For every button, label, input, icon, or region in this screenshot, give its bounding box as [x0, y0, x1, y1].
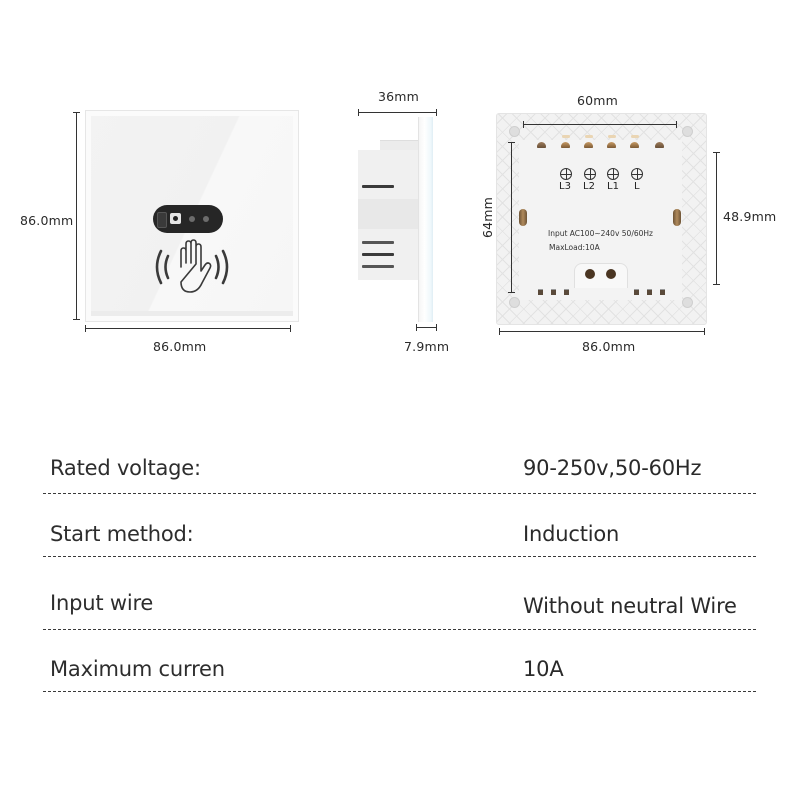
back-top-width-tick-right — [676, 121, 677, 128]
side-plate-tick-left — [416, 324, 417, 331]
back-left-height-tick-bottom — [508, 292, 515, 293]
front-height-dimension-line — [76, 112, 77, 320]
back-top-width-tick-left — [523, 121, 524, 128]
screw-terminal-icon — [584, 168, 596, 180]
side-vent-slot — [362, 253, 394, 256]
terminal-icon — [630, 142, 639, 148]
front-height-tick-top — [73, 112, 80, 113]
sensor-led-icon — [203, 216, 209, 222]
back-right-height-label: 48.9mm — [723, 209, 777, 224]
back-right-height-dimension-line — [716, 152, 717, 285]
pin-square-icon — [564, 289, 569, 295]
sensor-window-icon — [157, 212, 167, 228]
mounting-hole — [682, 126, 693, 137]
side-vent-slot — [362, 185, 394, 188]
terminal-icon — [561, 142, 570, 148]
side-plate-thickness-label: 7.9mm — [404, 339, 450, 354]
mounting-hole — [509, 126, 520, 137]
back-bottom-width-tick-left — [499, 328, 500, 335]
pin-square-icon — [660, 289, 665, 295]
back-bottom-width-label: 86.0mm — [582, 339, 636, 354]
load-connector — [574, 263, 628, 288]
terminal-icon — [537, 142, 546, 148]
mounting-hole — [509, 297, 520, 308]
screw-terminal-icon — [560, 168, 572, 180]
spec-value: 10A — [523, 657, 564, 681]
side-body-recess — [358, 199, 418, 229]
pin-square-icon — [647, 289, 652, 295]
back-top-width-label: 60mm — [577, 93, 619, 108]
terminal-top-icon — [585, 135, 593, 138]
row-divider — [43, 556, 756, 557]
terminal-label: L1 — [607, 181, 619, 192]
connector-pin-icon — [585, 269, 595, 279]
side-plate-tick-right — [436, 324, 437, 331]
terminal-label: L3 — [559, 181, 571, 192]
side-slot-hole — [519, 209, 527, 226]
hand-wave-icon — [155, 239, 229, 293]
spec-value: Without neutral Wire — [523, 594, 737, 618]
row-divider — [43, 493, 756, 494]
spec-value: 90-250v,50-60Hz — [523, 456, 702, 480]
back-left-height-label: 64mm — [480, 196, 496, 239]
back-left-height-dimension-line — [511, 142, 512, 293]
connector-pin-icon — [606, 269, 616, 279]
terminal-label: L2 — [583, 181, 595, 192]
spec-label: Maximum curren — [50, 657, 225, 681]
screw-terminal-icon — [631, 168, 643, 180]
terminal-icon — [584, 142, 593, 148]
spec-label: Input wire — [50, 591, 154, 615]
sensor-lens-icon — [170, 213, 181, 224]
side-body-step — [380, 140, 418, 153]
maxload-print: MaxLoad:10A — [549, 243, 600, 252]
side-slot-hole — [673, 209, 681, 226]
front-height-tick-bottom — [73, 319, 80, 320]
side-depth-tick-left — [358, 109, 359, 116]
front-width-tick-left — [85, 325, 86, 332]
pin-square-icon — [551, 289, 556, 295]
front-width-label: 86.0mm — [153, 339, 207, 354]
spec-label: Rated voltage: — [50, 456, 201, 480]
side-glass-plate — [418, 117, 433, 322]
mounting-hole — [682, 297, 693, 308]
back-left-height-tick-top — [508, 142, 515, 143]
back-bottom-width-tick-right — [704, 328, 705, 335]
side-vent-slot — [362, 265, 394, 268]
pin-square-icon — [538, 289, 543, 295]
row-divider — [43, 629, 756, 630]
front-height-label: 86.0mm — [20, 213, 74, 228]
terminal-icon — [655, 142, 664, 148]
back-right-height-tick-bottom — [713, 284, 720, 285]
proximity-sensor-icon — [153, 205, 223, 233]
spec-label: Start method: — [50, 522, 194, 546]
back-bottom-width-dimension-line — [499, 331, 705, 332]
side-plate-dimension-line — [416, 327, 437, 328]
front-width-dimension-line — [85, 328, 291, 329]
side-depth-tick-right — [436, 109, 437, 116]
terminal-label: L — [634, 181, 640, 192]
terminal-icon — [607, 142, 616, 148]
spec-value: Induction — [523, 522, 620, 546]
row-divider — [43, 691, 756, 692]
terminal-top-icon — [608, 135, 616, 138]
side-vent-slot — [362, 241, 394, 244]
terminal-top-icon — [562, 135, 570, 138]
front-width-tick-right — [290, 325, 291, 332]
back-top-width-dimension-line — [523, 124, 676, 125]
side-depth-label: 36mm — [378, 89, 420, 104]
front-view: 86.0mm 86.0mm — [0, 0, 320, 370]
screw-terminal-icon — [607, 168, 619, 180]
terminal-top-icon — [631, 135, 639, 138]
input-rating-print: Input AC100~240v 50/60Hz — [548, 229, 653, 238]
pin-square-icon — [634, 289, 639, 295]
back-right-height-tick-top — [713, 152, 720, 153]
side-depth-dimension-line — [358, 112, 436, 113]
sensor-led-icon — [189, 216, 195, 222]
front-glass-panel — [85, 110, 299, 322]
